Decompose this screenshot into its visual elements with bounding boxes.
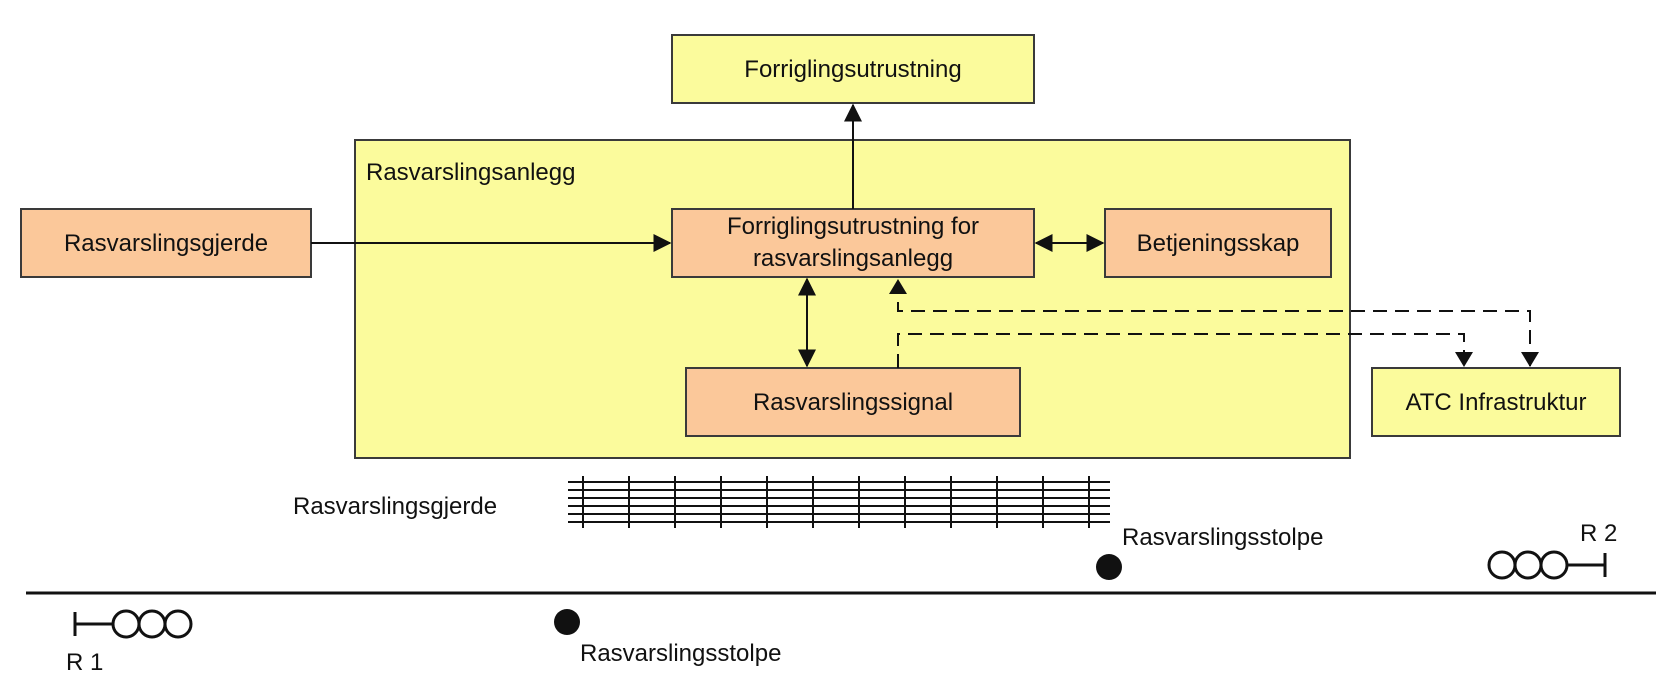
dashed-signal-to-atc-head bbox=[1455, 352, 1473, 367]
fence-icon bbox=[568, 476, 1110, 528]
box-forriglingsutrustning-label: Forriglingsutrustning bbox=[744, 56, 961, 83]
box-forrigling-rasvarsling-line2: rasvarslingsanlegg bbox=[753, 245, 953, 272]
post-icon bbox=[1096, 554, 1122, 580]
dashed-atc-arrow-right bbox=[1521, 352, 1539, 367]
fence-label: Rasvarslingsgjerde bbox=[293, 493, 497, 520]
box-rasvarslingssignal-label: Rasvarslingssignal bbox=[753, 389, 953, 416]
post-label-left: Rasvarslingsstolpe bbox=[580, 640, 781, 667]
box-forrigling-rasvarsling-line1: Forriglingsutrustning for bbox=[727, 213, 979, 240]
signal-r2-icon bbox=[1487, 550, 1607, 580]
box-forrigling-rasvarsling bbox=[671, 208, 1035, 278]
box-betjeningsskap bbox=[1104, 208, 1332, 278]
box-rasvarslingsgjerde bbox=[20, 208, 312, 278]
dashed-atc-to-center bbox=[897, 281, 1531, 366]
box-rasvarslingsgjerde-label: Rasvarslingsgjerde bbox=[64, 230, 268, 257]
dashed-atc-to-center-head bbox=[889, 279, 907, 294]
post-label-right: Rasvarslingsstolpe bbox=[1122, 524, 1323, 551]
dashed-signal-to-atc bbox=[897, 333, 1465, 368]
box-rasvarslingssignal bbox=[685, 367, 1021, 437]
container-label: Rasvarslingsanlegg bbox=[366, 159, 575, 186]
post-icon bbox=[554, 609, 580, 635]
box-atc-infrastruktur bbox=[1371, 367, 1621, 437]
signal-r1-label: R 1 bbox=[66, 649, 103, 676]
box-betjeningsskap-label: Betjeningsskap bbox=[1137, 230, 1300, 257]
box-atc-infrastruktur-label: ATC Infrastruktur bbox=[1406, 389, 1587, 416]
box-forriglingsutrustning bbox=[671, 34, 1035, 104]
signal-r1-icon bbox=[73, 609, 193, 639]
signal-r2-label: R 2 bbox=[1580, 520, 1617, 547]
